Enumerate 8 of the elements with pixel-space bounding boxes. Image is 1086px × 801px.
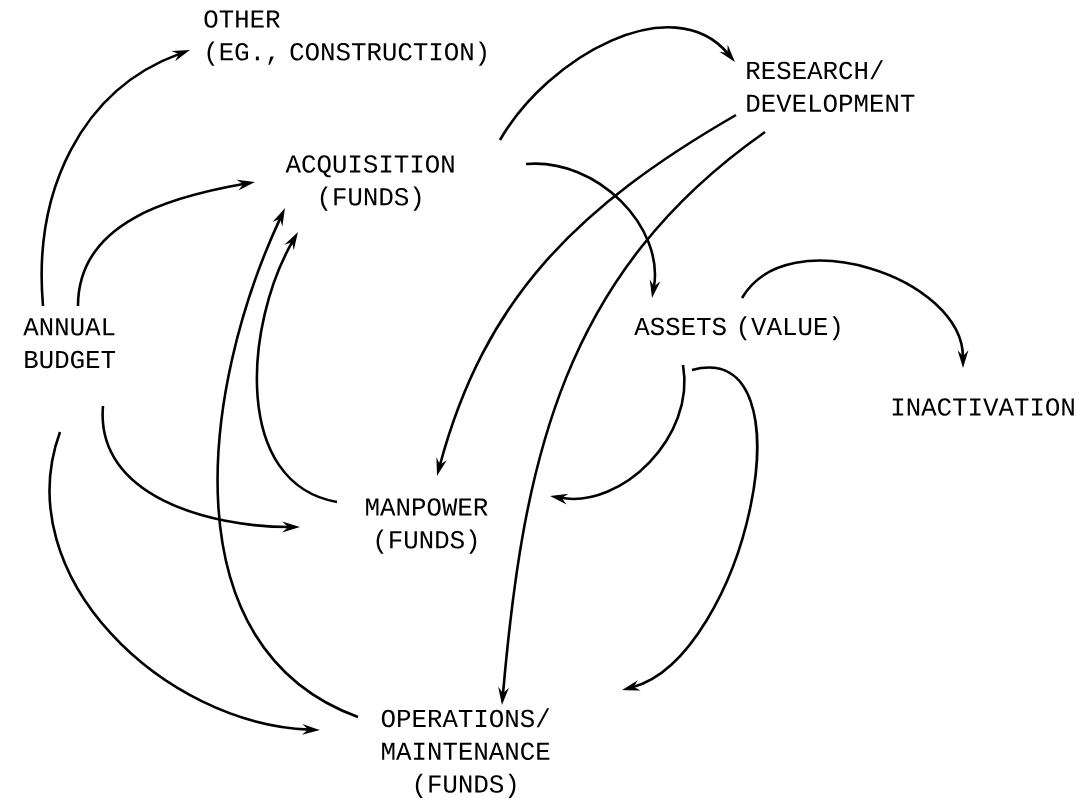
node-label: ASSETS (VALUE) xyxy=(634,316,840,341)
node-label: OTHER (EG., CONSTRUCTION) xyxy=(204,10,486,66)
node-label: MANPOWER (FUNDS) xyxy=(366,498,488,554)
node-label: INACTIVATION xyxy=(892,398,1074,416)
node-label: RESEARCH/ DEVELOPMENT xyxy=(747,60,915,112)
node-label: ACQUISITION (FUNDS) xyxy=(285,155,454,211)
node-label: ANNUAL BUDGET xyxy=(23,318,116,369)
node-label: OPERATIONS/ MAINTENANCE (FUNDS) xyxy=(381,708,550,798)
